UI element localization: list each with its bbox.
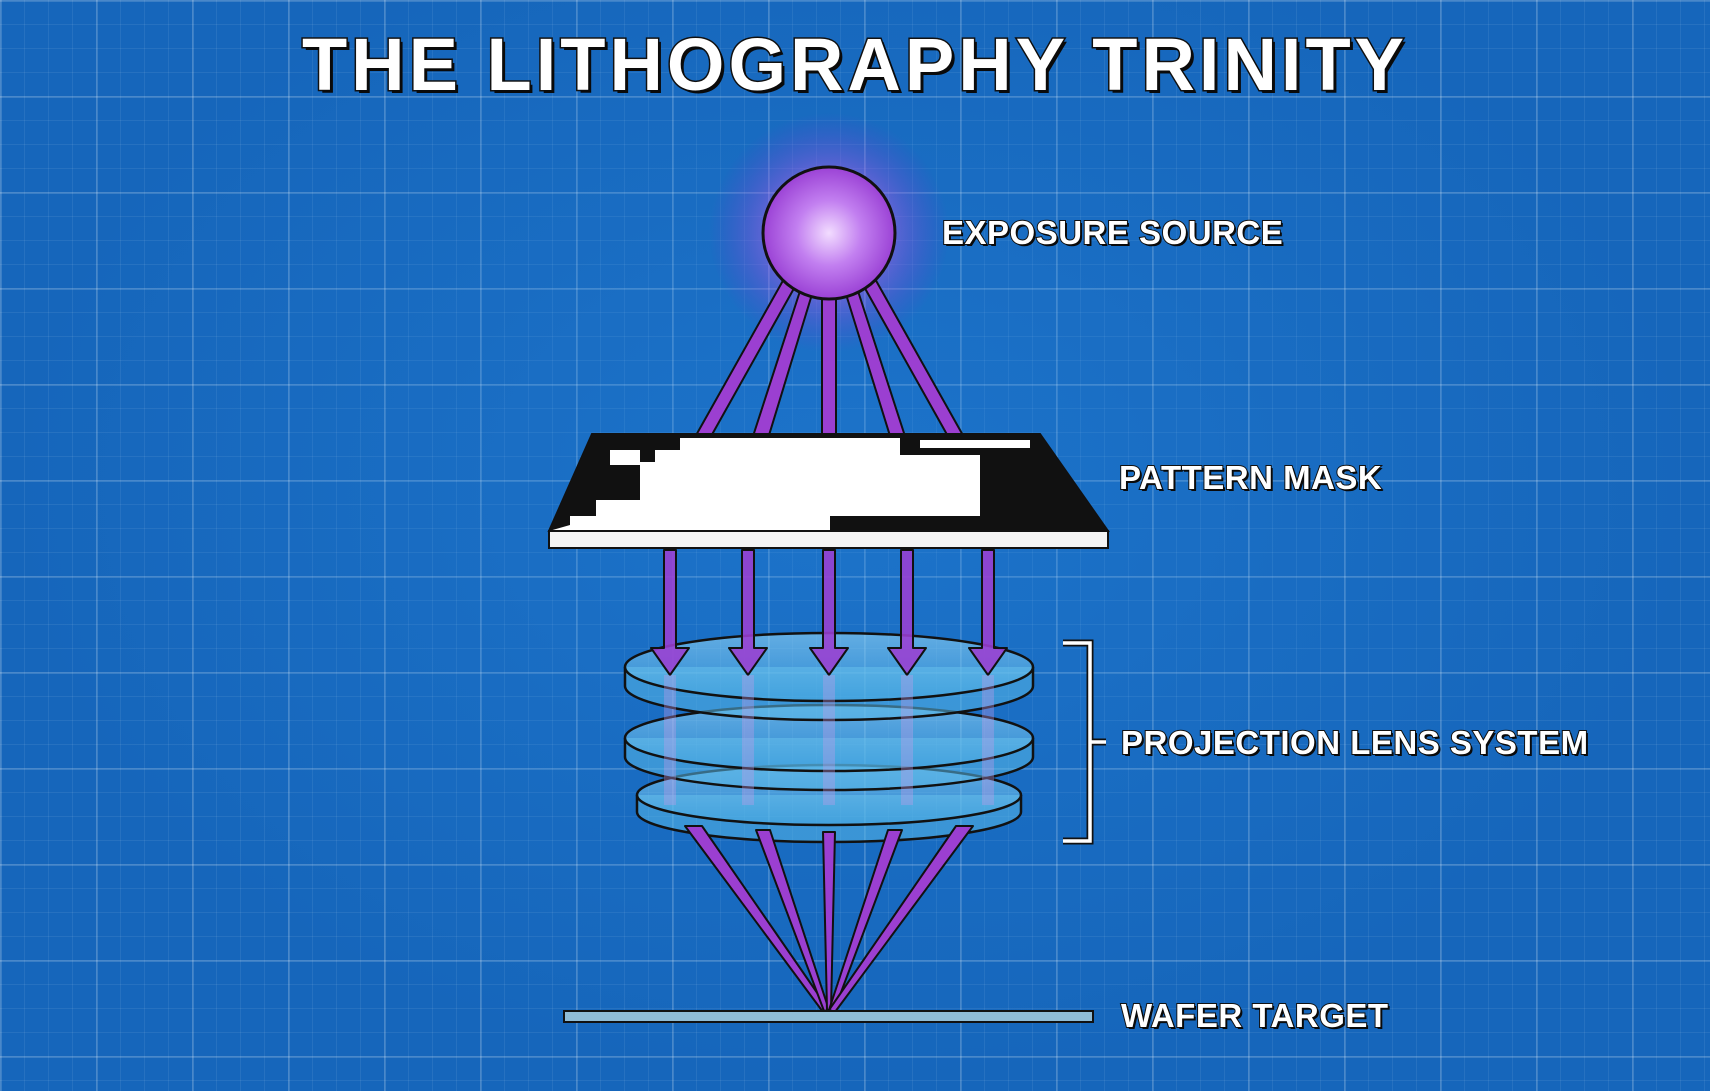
rays-inside-lens [664,675,994,805]
lens-system-bracket [1063,641,1106,843]
pattern-mask-label: PATTERN MASK [1118,458,1383,497]
exposure-source-label: EXPOSURE SOURCE [941,213,1284,252]
focused-rays [684,825,974,1013]
transmitted-rays [650,549,1008,676]
projection-lens-system-label: PROJECTION LENS SYSTEM [1120,723,1589,762]
wafer-target [563,1010,1094,1023]
diagram-title: THE LITHOGRAPHY TRINITY [300,22,1409,108]
lens-element-2 [623,703,1035,792]
exposure-source-sphere [761,165,897,301]
pattern-mask [547,433,1110,549]
wafer-target-label: WAFER TARGET [1120,996,1389,1035]
